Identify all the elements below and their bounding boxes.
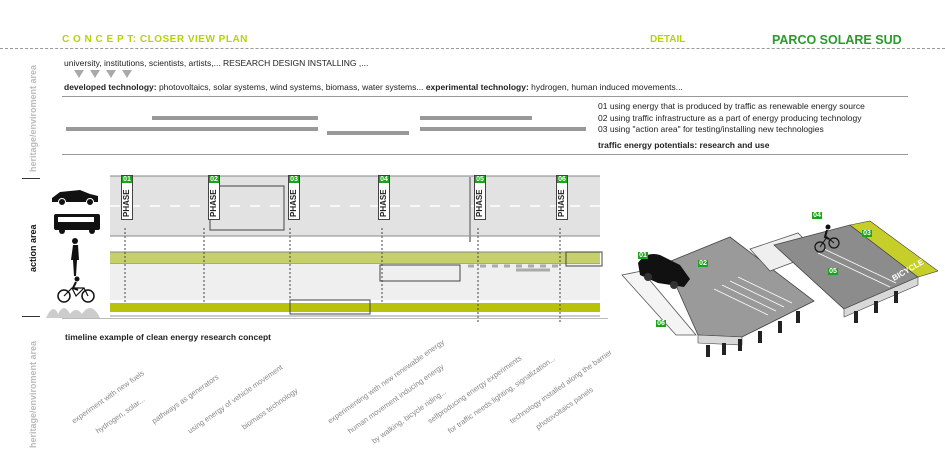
bicycle-icon <box>57 276 95 303</box>
side-label-action: action area <box>28 224 38 272</box>
project-title: PARCO SOLARE SUD <box>772 33 902 47</box>
phase-label: PHASE <box>475 189 484 217</box>
energy-item: 03 using "action area" for testing/insta… <box>598 124 824 134</box>
action-zone <box>565 251 603 267</box>
phase-number: 02 <box>209 176 219 183</box>
phase-number: 03 <box>289 176 299 183</box>
bar <box>327 131 409 135</box>
bar <box>66 127 318 131</box>
phase-marker-01: 01 PHASE <box>121 175 133 220</box>
detail-tag-04: 04 <box>812 212 822 219</box>
divider <box>62 96 908 97</box>
phase-marker-02: 02 PHASE <box>208 175 220 220</box>
plan-bottom-line <box>62 318 608 319</box>
phase-label: PHASE <box>557 189 566 217</box>
pedestrian-icon <box>71 238 79 276</box>
bar <box>420 116 532 120</box>
phase-label: PHASE <box>122 189 131 217</box>
bar <box>420 127 586 131</box>
phase-number: 04 <box>379 176 389 183</box>
phase-number: 05 <box>475 176 485 183</box>
experimental-label: experimental technology: <box>425 82 529 92</box>
down-triangle-icon <box>90 70 100 78</box>
green-strip <box>110 252 600 264</box>
car-icon <box>638 254 690 289</box>
research-line: university, institutions, scientists, ar… <box>64 58 369 68</box>
bar <box>152 116 318 120</box>
energy-item: 01 using energy that is produced by traf… <box>598 101 865 111</box>
detail-tag-05: 05 <box>828 268 838 275</box>
energy-potentials: traffic energy potentials: research and … <box>598 140 770 150</box>
down-triangle-icon <box>106 70 116 78</box>
road-plan <box>46 175 603 322</box>
side-tick-top <box>22 178 40 179</box>
side-label-heritage-bottom: heritage/enviroment area <box>28 340 38 448</box>
phase-label: PHASE <box>289 189 298 217</box>
developed-label: developed technology: <box>64 82 157 92</box>
phase-label: PHASE <box>379 189 388 217</box>
detail-section: BICYCLE <box>621 220 938 357</box>
side-label-heritage-top: heritage/enviroment area <box>28 64 38 172</box>
energy-item: 02 using traffic infrastructure as a par… <box>598 112 862 123</box>
phase-label: PHASE <box>209 189 218 217</box>
detail-label: DETAIL <box>650 34 686 45</box>
phase-marker-05: 05 PHASE <box>474 175 486 220</box>
detail-tag-01: 01 <box>638 252 648 259</box>
technology-line: developed technology: photovoltaics, sol… <box>64 82 683 92</box>
bicycle-icon <box>814 224 840 253</box>
phase-marker-04: 04 PHASE <box>378 175 390 220</box>
header-divider <box>0 48 945 49</box>
phase-number: 01 <box>122 176 132 183</box>
action-zone <box>379 264 461 282</box>
down-triangle-icon <box>74 70 84 78</box>
car-icon <box>52 190 98 206</box>
phase-number: 06 <box>557 176 567 183</box>
detail-tag-02: 02 <box>698 260 708 267</box>
divider <box>62 154 908 155</box>
experimental-text: hydrogen, human induced movements... <box>528 82 683 92</box>
detail-tag-03: 03 <box>862 230 872 237</box>
phase-marker-03: 03 PHASE <box>288 175 300 220</box>
down-triangle-icon <box>122 70 132 78</box>
bike-lane <box>110 303 600 312</box>
detail-tag-06: 06 <box>656 320 666 327</box>
action-zone <box>289 299 371 315</box>
timeline-note: using energy of vehicle movement <box>186 362 285 436</box>
bus-icon <box>54 214 100 234</box>
timeline-title: timeline example of clean energy researc… <box>65 332 271 342</box>
phase-marker-06: 06 PHASE <box>556 175 568 220</box>
grass-icon <box>46 308 100 318</box>
developed-text: photovoltaics, solar systems, wind syste… <box>156 82 426 92</box>
side-tick-bottom <box>22 316 40 317</box>
page-title: C O N C E P T: CLOSER VIEW PLAN <box>62 34 248 45</box>
energy-list: 01 using energy that is produced by traf… <box>598 101 865 136</box>
